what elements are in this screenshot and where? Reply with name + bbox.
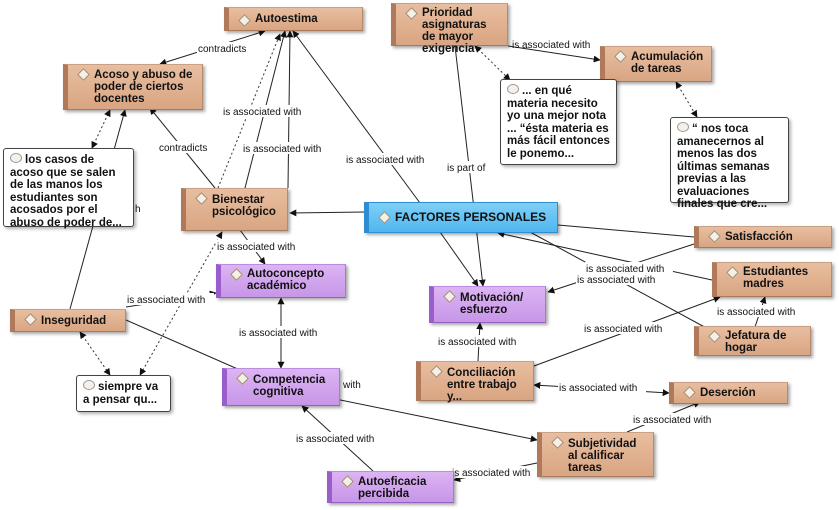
edge-label-bienestar-autoconcepto: is associated with — [217, 242, 295, 253]
quotation-icon — [677, 122, 689, 132]
node-autoeficacia-label: Autoeficacia percibida — [358, 476, 427, 500]
node-desercion-label: Deserción — [700, 387, 756, 399]
node-acoso-label: Acoso y abuso de poder de ciertos docent… — [94, 69, 193, 105]
node-autoestima-label: Autoestima — [255, 13, 318, 25]
edge-dotted-inseguridad-quote — [79, 331, 111, 376]
edge-factores-bienestar — [289, 209, 366, 217]
node-quote-acoso[interactable]: los casos de acoso que se salen de las m… — [3, 148, 134, 229]
node-conciliacion[interactable]: Conciliación entre trabajo y... — [416, 361, 534, 403]
edge-label-factores-autoestima: is associated with — [346, 155, 424, 166]
code-icon — [238, 14, 251, 27]
code-icon — [683, 386, 696, 399]
node-jefatura[interactable]: Jefatura de hogar — [694, 326, 811, 356]
edge-label-desercion: is associated with — [559, 383, 637, 394]
edge-competencia-subjetividad — [305, 392, 538, 443]
node-inseguridad[interactable]: Inseguridad — [10, 309, 126, 332]
node-quote-amanecernos-label: “ nos toca amanecernos al menos las dos … — [677, 123, 770, 210]
node-jefatura-label: Jefatura de hogar — [725, 330, 787, 354]
node-autoconcepto-label: Autoconcepto académico — [247, 268, 325, 292]
node-satisfaccion[interactable]: Satisfacción — [694, 226, 832, 248]
edge-label-acumulacion: is associated with — [512, 40, 590, 51]
node-motivacion-label: Motivación/ esfuerzo — [460, 292, 524, 316]
node-quote-siempre[interactable]: siempre va a pensar qu... — [76, 375, 171, 412]
node-subjetividad-label: Subjetividad al calificar tareas — [568, 438, 637, 474]
node-desercion[interactable]: Deserción — [669, 382, 788, 404]
edge-factores-satisfaccion — [557, 224, 695, 238]
code-icon — [341, 475, 354, 488]
code-icon — [236, 372, 249, 385]
edge-dotted-acoso-quote — [91, 109, 111, 149]
code-icon — [708, 230, 721, 243]
edge-label-madres: is associated with — [577, 275, 655, 286]
edge-label-satisfaccion: is associated with — [586, 264, 664, 275]
node-acumulacion[interactable]: Acumulación de tareas — [600, 46, 712, 82]
edge-label-subjetividad-desercion: is associated with — [633, 415, 711, 426]
edge-label-autoestima-1: is associated with — [223, 107, 301, 118]
node-motivacion[interactable]: Motivación/ esfuerzo — [429, 286, 546, 323]
node-bienestar-label: Bienestar psicológico — [212, 194, 276, 218]
edge-label-with: with — [342, 380, 361, 391]
node-quote-siempre-label: siempre va a pensar qu... — [83, 381, 159, 406]
node-factores-personales[interactable]: FACTORES PERSONALES — [364, 202, 558, 233]
node-prioridad-label: Prioridad asignaturas de mayor exigencia — [422, 7, 487, 55]
node-inseguridad-label: Inseguridad — [41, 315, 107, 327]
edge-label-contradicts-1: contradicts — [198, 44, 246, 55]
node-satisfaccion-label: Satisfacción — [725, 231, 793, 243]
edge-label-motivacion-conciliacion: is associated with — [438, 337, 516, 348]
edge-factores-motivacion — [439, 231, 479, 287]
node-quote-amanecernos[interactable]: “ nos toca amanecernos al menos las dos … — [670, 117, 789, 210]
code-icon — [378, 211, 391, 224]
edge-label-autoestima-2: is associated with — [243, 144, 321, 155]
edge-dotted-prioridad-quote — [474, 45, 511, 81]
edge-label-subjetividad-autoeficacia: is associated with — [452, 468, 530, 479]
node-prioridad[interactable]: Prioridad asignaturas de mayor exigencia — [391, 3, 508, 55]
node-quote-materia[interactable]: ... en qué materia necesito yo una mejor… — [500, 79, 617, 165]
node-autoconcepto[interactable]: Autoconcepto académico — [216, 264, 346, 298]
node-quote-acoso-label: los casos de acoso que se salen de las m… — [10, 154, 122, 229]
code-icon — [443, 290, 456, 303]
node-acoso[interactable]: Acoso y abuso de poder de ciertos docent… — [63, 64, 203, 110]
code-icon — [614, 50, 627, 63]
code-icon — [77, 68, 90, 81]
edge-label-autoeficacia: is associated with — [296, 434, 374, 445]
node-conciliacion-label: Conciliación entre trabajo y... — [447, 367, 517, 403]
quotation-icon — [83, 380, 95, 390]
node-subjetividad[interactable]: Subjetividad al calificar tareas — [537, 432, 654, 477]
edge-dotted-acumulacion-quote — [675, 81, 698, 118]
node-competencia[interactable]: Competencia cognitiva — [222, 368, 340, 406]
code-icon — [708, 330, 721, 343]
edge-label-part-of: is part of — [447, 163, 486, 174]
code-icon — [405, 7, 418, 20]
code-icon — [230, 268, 243, 281]
quotation-icon — [507, 84, 519, 94]
code-icon — [24, 313, 37, 326]
edge-factores-madres — [497, 230, 713, 281]
node-acumulacion-label: Acumulación de tareas — [631, 51, 704, 75]
edge-dotted-bienestar-autoestima — [217, 33, 281, 189]
code-icon — [726, 266, 739, 279]
edge-inseguridad-competencia — [125, 319, 241, 371]
edge-label-competencia-autoconcepto: is associated with — [239, 328, 317, 339]
edge-label-conciliacion-jefatura: is associated with — [584, 324, 662, 335]
edge-prioridad-acumulacion — [507, 45, 601, 63]
edge-label-stub-h: h — [135, 204, 141, 215]
node-competencia-label: Competencia cognitiva — [253, 374, 326, 398]
code-icon — [551, 436, 564, 449]
node-quote-materia-label: ... en qué materia necesito yo una mejor… — [507, 85, 610, 160]
node-estudiantes-madres[interactable]: Estudiantes madres — [712, 262, 832, 297]
node-estudiantes-madres-label: Estudiantes madres — [743, 266, 809, 290]
quotation-icon — [10, 153, 22, 163]
edge-label-inseguridad: is associated with — [127, 295, 205, 306]
edge-factores-autoestima — [292, 30, 421, 204]
node-bienestar[interactable]: Bienestar psicológico — [181, 188, 288, 231]
code-icon — [430, 365, 443, 378]
node-factores-label: FACTORES PERSONALES — [395, 210, 547, 224]
node-autoeficacia[interactable]: Autoeficacia percibida — [327, 471, 454, 503]
node-autoestima[interactable]: Autoestima — [224, 7, 363, 31]
code-icon — [195, 192, 208, 205]
edge-label-jefatura: is associated with — [717, 307, 795, 318]
edge-label-contradicts-2: contradicts — [159, 143, 207, 154]
